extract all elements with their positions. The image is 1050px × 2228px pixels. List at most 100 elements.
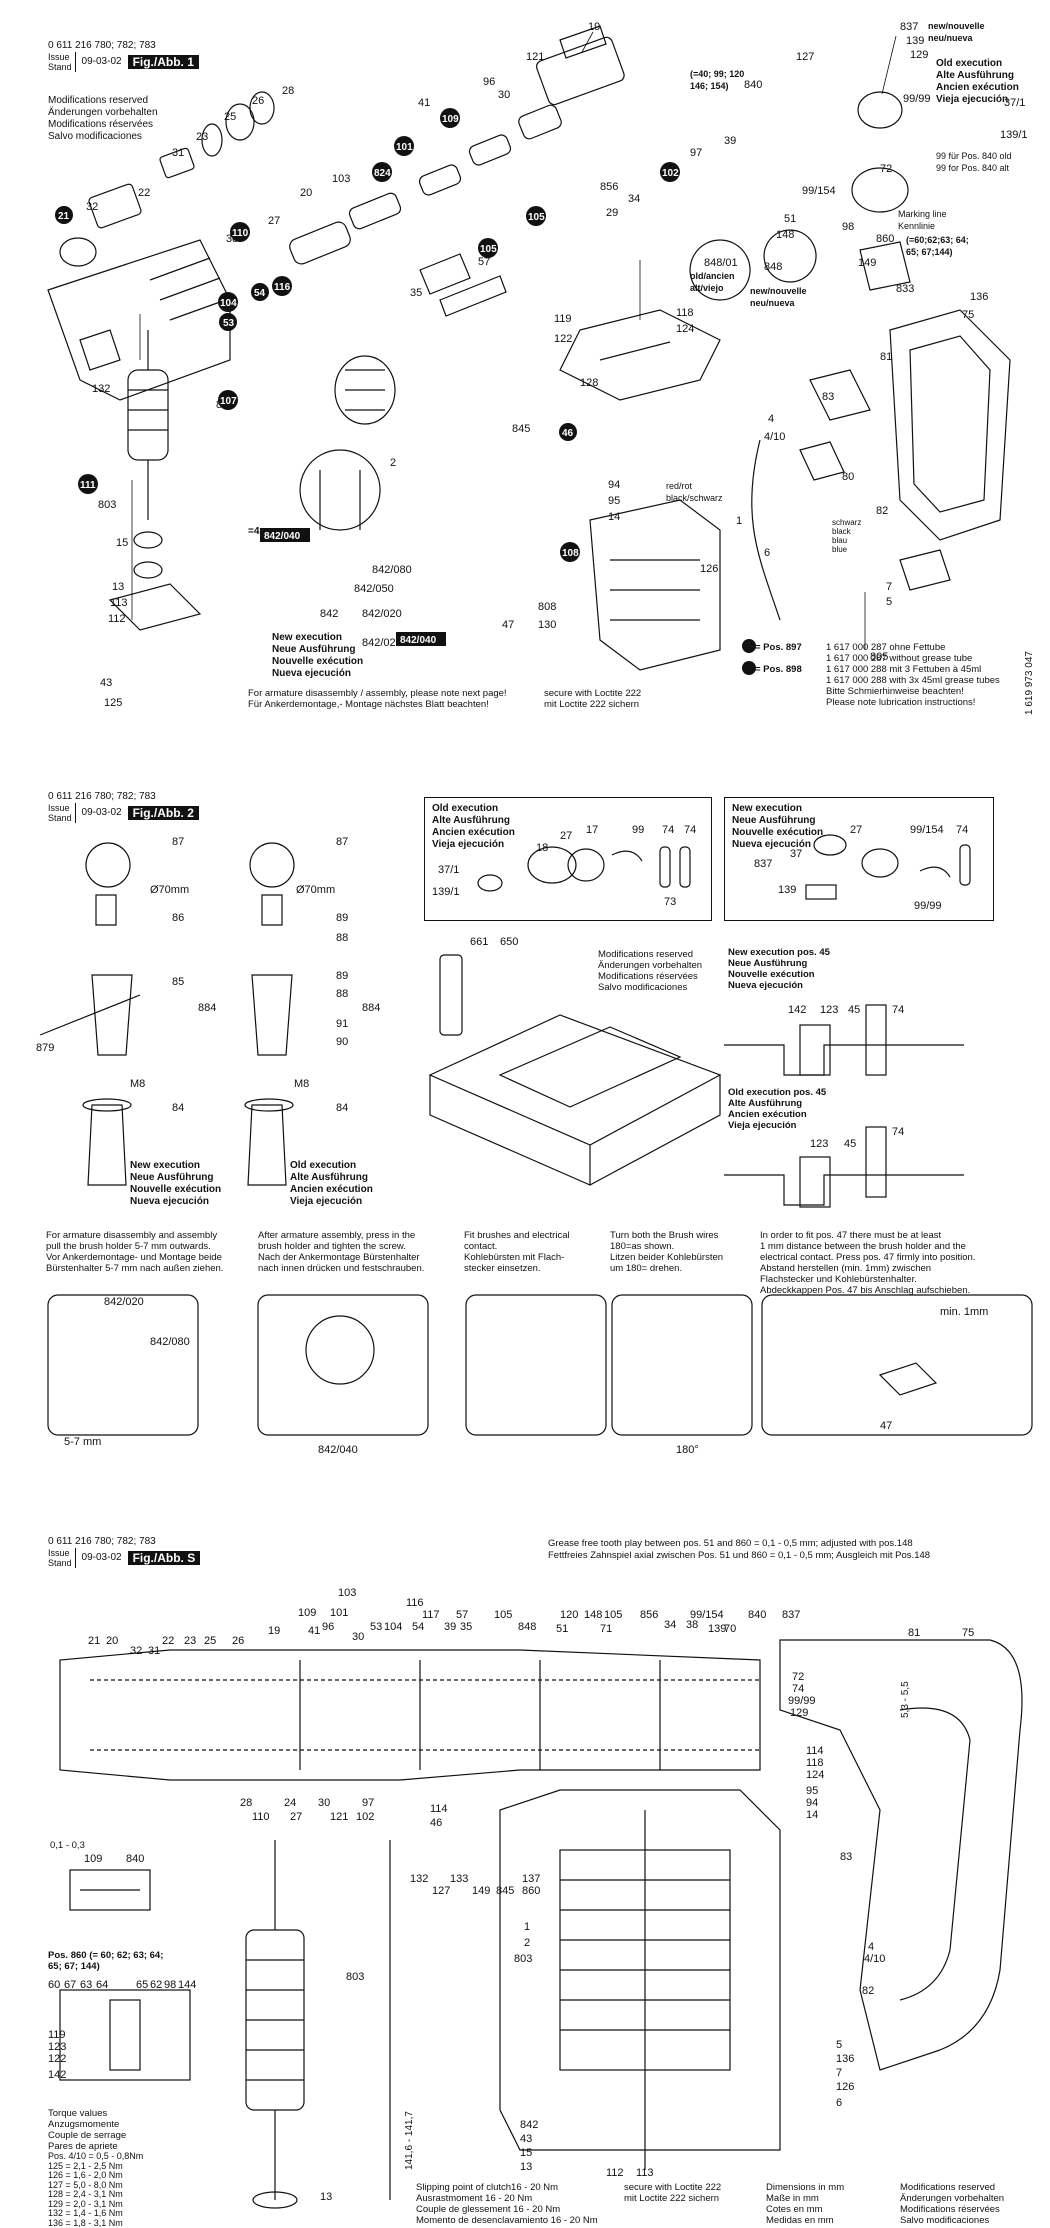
pos898-label: = Pos. 898 — [755, 664, 802, 675]
svg-text:51: 51 — [784, 213, 796, 225]
clearance-label: 0,1 - 0,3 — [50, 1840, 85, 1851]
svg-text:47: 47 — [502, 619, 514, 631]
svg-text:119: 119 — [554, 313, 572, 325]
svg-text:27: 27 — [290, 1811, 302, 1823]
svg-text:13: 13 — [520, 2161, 532, 2173]
svg-text:91: 91 — [336, 1018, 348, 1030]
svg-text:27: 27 — [560, 830, 572, 842]
svg-text:2: 2 — [390, 457, 396, 469]
svg-text:104: 104 — [384, 1621, 402, 1633]
svg-text:95: 95 — [806, 1785, 818, 1797]
svg-text:144: 144 — [178, 1979, 196, 1991]
svg-text:71: 71 — [600, 1623, 612, 1635]
svg-text:139/1: 139/1 — [1000, 129, 1028, 141]
svg-text:67: 67 — [64, 1979, 76, 1991]
svg-text:661: 661 — [470, 936, 488, 948]
svg-text:94: 94 — [608, 479, 620, 491]
svg-text:96: 96 — [483, 76, 495, 88]
svg-text:127: 127 — [796, 51, 814, 63]
svg-text:650: 650 — [500, 936, 518, 948]
svg-text:845: 845 — [512, 423, 530, 435]
svg-text:2: 2 — [524, 1937, 530, 1949]
svg-text:123: 123 — [810, 1138, 828, 1150]
figS-drawing: 103 116 109 101 96 53 104 54 117 39 57 3… — [48, 1587, 1023, 2209]
svg-text:87: 87 — [336, 836, 348, 848]
svg-text:99/154: 99/154 — [802, 185, 836, 197]
svg-text:101: 101 — [330, 1607, 348, 1619]
loctite-note: secure with Loctite 222 mit Loctite 222 … — [624, 2182, 722, 2204]
svg-text:96: 96 — [322, 1621, 334, 1633]
new-execution-box — [724, 797, 994, 921]
svg-text:1: 1 — [736, 515, 742, 527]
svg-text:95: 95 — [608, 495, 620, 507]
new-pos45-label: New execution pos. 45 Neue Ausführung No… — [728, 947, 830, 991]
svg-text:4/10: 4/10 — [864, 1953, 885, 1965]
svg-text:125: 125 — [104, 697, 122, 709]
svg-text:39: 39 — [444, 1621, 456, 1633]
svg-text:6: 6 — [764, 547, 770, 559]
issue-date: 09-03-02 — [81, 1552, 122, 1563]
svg-text:129: 129 — [790, 1707, 808, 1719]
svg-text:22: 22 — [138, 187, 150, 199]
svg-text:23: 23 — [184, 1635, 196, 1647]
svg-text:82: 82 — [862, 1985, 874, 1997]
svg-text:123: 123 — [820, 1004, 838, 1016]
svg-text:149: 149 — [858, 257, 876, 269]
sheet-fig2: 0 611 216 780; 782; 783 Issue Stand 09-0… — [0, 775, 1050, 1495]
svg-text:89: 89 — [336, 912, 348, 924]
svg-text:105: 105 — [528, 212, 545, 223]
svg-text:848: 848 — [518, 1621, 536, 1633]
sheet-figS: 0 611 216 780; 782; 783 Issue Stand 09-0… — [0, 1510, 1050, 2228]
old-execution-note: Old execution Alte Ausführung Ancien exé… — [936, 58, 1019, 105]
svg-text:105: 105 — [604, 1609, 622, 1621]
svg-text:120: 120 — [560, 1609, 578, 1621]
svg-text:824: 824 — [374, 168, 391, 179]
torque-values: Pos. 4/10 = 0,5 - 0,8Nm 125 = 2,1 - 2,5 … — [48, 2151, 144, 2228]
svg-text:88: 88 — [336, 988, 348, 1000]
modifications-note: Modifications reserved Änderungen vorbeh… — [598, 949, 703, 993]
svg-text:97: 97 — [362, 1797, 374, 1809]
svg-text:105: 105 — [494, 1609, 512, 1621]
step5-text: In order to fit pos. 47 there must be at… — [760, 1230, 976, 1296]
svg-text:117: 117 — [422, 1609, 440, 1621]
svg-text:23: 23 — [196, 131, 208, 143]
svg-text:74: 74 — [684, 824, 696, 836]
svg-text:884: 884 — [362, 1002, 380, 1014]
svg-text:842/020: 842/020 — [104, 1296, 144, 1308]
svg-text:57: 57 — [478, 256, 490, 268]
svg-text:805: 805 — [870, 651, 888, 663]
svg-text:13: 13 — [112, 581, 124, 593]
svg-text:28: 28 — [282, 85, 294, 97]
svg-text:53: 53 — [223, 318, 235, 329]
svg-text:842/050: 842/050 — [354, 583, 394, 595]
svg-text:M8: M8 — [130, 1078, 145, 1090]
svg-text:28: 28 — [240, 1797, 252, 1809]
svg-text:4: 4 — [868, 1941, 874, 1953]
svg-text:99/99: 99/99 — [903, 93, 931, 105]
sheet1-header: 0 611 216 780; 782; 783 Issue Stand 09-0… — [48, 40, 199, 72]
svg-text:81: 81 — [880, 351, 892, 363]
grease-note-de: Fettfreies Zahnspiel axial zwischen Pos.… — [548, 1550, 931, 1561]
svg-text:27: 27 — [850, 824, 862, 836]
svg-text:32: 32 — [130, 1645, 142, 1657]
svg-text:41: 41 — [418, 97, 430, 109]
step4-text: Turn both the Brush wires 180=as shown. … — [610, 1230, 724, 1274]
svg-text:99/154: 99/154 — [690, 1609, 724, 1621]
svg-text:848/01: 848/01 — [704, 257, 738, 269]
svg-text:842/040: 842/040 — [264, 531, 301, 542]
svg-text:43: 43 — [520, 2133, 532, 2145]
svg-text:70: 70 — [724, 1623, 736, 1635]
svg-text:122: 122 — [48, 2053, 66, 2065]
old-execution-box — [424, 797, 712, 921]
issue-label: Issue Stand — [48, 803, 76, 823]
svg-text:63: 63 — [80, 1979, 92, 1991]
svg-text:20: 20 — [106, 1635, 118, 1647]
svg-text:840: 840 — [126, 1853, 144, 1865]
svg-text:35: 35 — [410, 287, 422, 299]
handle-old-execution: Old execution Alte Ausführung Ancien exé… — [290, 1160, 373, 1207]
svg-text:5: 5 — [886, 596, 892, 608]
svg-text:14: 14 — [608, 511, 620, 523]
dimensions-note: Dimensions in mm Maße in mm Cotes en mm … — [766, 2182, 845, 2226]
svg-text:73: 73 — [664, 896, 676, 908]
svg-text:90: 90 — [336, 1036, 348, 1048]
